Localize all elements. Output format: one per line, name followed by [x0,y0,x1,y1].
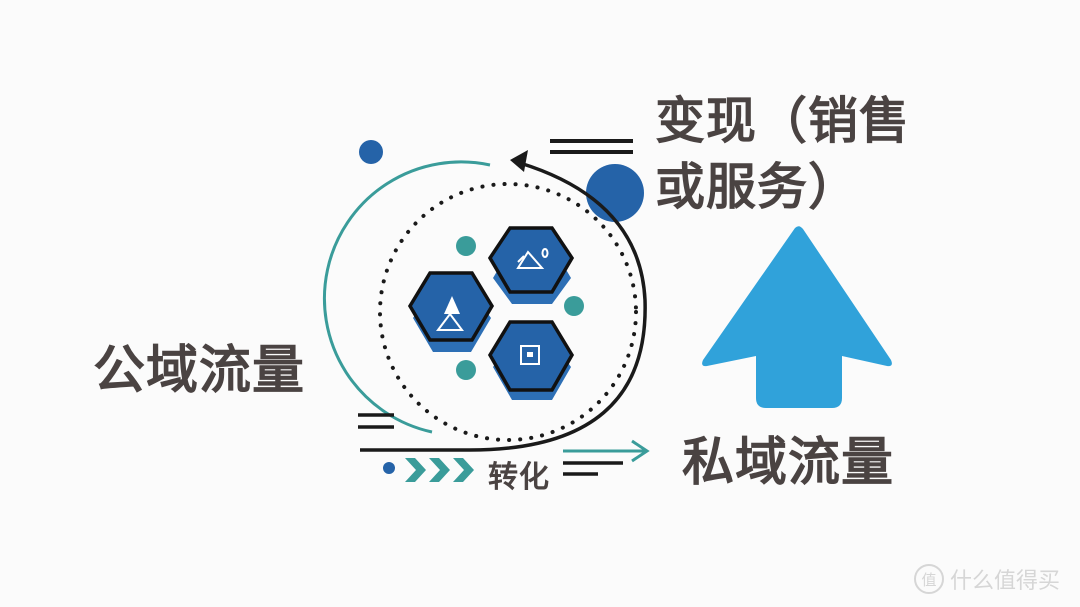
public-traffic-label: 公域流量 [93,341,306,401]
chevron-right-icon [405,458,474,482]
watermark-logo-icon: 值 [913,564,944,594]
watermark: 值 什么值得买 [913,563,1060,595]
decor-lines-top [550,139,633,154]
triangle-abstract-icon [436,296,464,331]
teal-dot-3 [456,360,476,380]
private-traffic-label: 私域流量 [682,433,895,493]
decor-dot-topleft [359,140,383,164]
decor-dot-bottom [383,462,395,474]
monetize-label: 变现（销售 或服务） [655,88,910,220]
teal-dot-2 [564,296,584,316]
decor-circle-large [586,164,644,222]
arrow-up-icon [702,226,892,408]
square-frame-icon [520,345,540,365]
hexagon-bottom [487,320,575,400]
decor-lines-bottom [563,461,623,476]
cycle-arrow-head [510,150,528,172]
cycle-arrow [360,161,647,452]
decor-lines-left [358,413,394,429]
monetize-line-1: 变现（销售 [655,92,910,150]
hexagon-top [487,226,575,304]
teal-arc [322,160,491,434]
teal-dot-1 [456,236,476,256]
watermark-text: 什么值得买 [949,569,1060,594]
dotted-circle [378,182,638,442]
mountain-image-icon [516,248,549,269]
hexagon-left [407,271,495,352]
monetize-line-2: 或服务） [655,158,859,216]
convert-label: 转化 [488,460,550,495]
teal-arrow-right [563,439,650,463]
